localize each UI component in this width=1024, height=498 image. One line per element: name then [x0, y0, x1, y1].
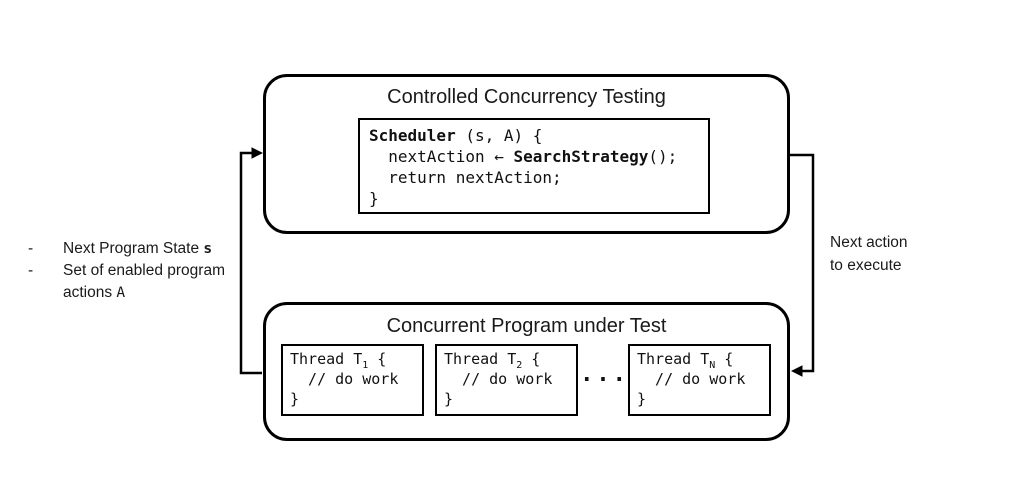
note-item-enabled-actions: - Set of enabled program actions A [28, 260, 258, 304]
thread-1-body: // do work [290, 370, 399, 388]
concurrent-program-under-test-box: Concurrent Program under Test Thread T1 … [263, 302, 790, 441]
dash-bullet: - [28, 262, 34, 279]
next-action-note-line-2: to execute [830, 257, 902, 274]
scheduler-code-box: Scheduler (s, A) { nextAction ← SearchSt… [358, 118, 710, 214]
thread-n-body: // do work [637, 370, 746, 388]
thread-2-signature: Thread T2 { [444, 350, 541, 371]
state-variable: s [203, 241, 213, 257]
thread-2-close: } [444, 390, 454, 408]
scheduler-code-line-2: nextAction ← SearchStrategy(); [369, 147, 678, 166]
thread-1-close: } [290, 390, 300, 408]
scheduler-inputs-note: - Next Program State s - Set of enabled … [28, 238, 258, 304]
thread-2-body: // do work [444, 370, 553, 388]
feedback-arrowhead-icon [251, 147, 263, 159]
scheduler-code-line-3: return nextAction; [369, 168, 562, 187]
threads-ellipsis: ··· [580, 367, 629, 393]
note-item-enabled-actions-text: Set of enabled program actions A [63, 262, 225, 301]
dash-bullet: - [28, 240, 34, 257]
next-action-note-line-1: Next action [830, 234, 908, 251]
thread-box-1: Thread T1 { // do work } [281, 344, 424, 416]
actions-variable: A [116, 285, 126, 301]
note-item-program-state-text: Next Program State s [63, 240, 213, 257]
thread-box-n: Thread TN { // do work } [628, 344, 771, 416]
next-action-arrowhead-icon [791, 365, 803, 377]
thread-n-close: } [637, 390, 647, 408]
top-box-title: Controlled Concurrency Testing [387, 86, 666, 108]
note-item-program-state: - Next Program State s [28, 238, 258, 260]
next-action-note: Next action to execute [830, 231, 908, 277]
threads-row: Thread T1 { // do work } Thread T2 { // … [281, 344, 771, 416]
thread-1-signature: Thread T1 { [290, 350, 387, 371]
thread-n-signature: Thread TN { [637, 350, 734, 371]
thread-box-2: Thread T2 { // do work } [435, 344, 578, 416]
thread-1-subscript: 1 [362, 360, 369, 371]
thread-2-subscript: 2 [516, 360, 523, 371]
scheduler-code-line-4: } [369, 189, 379, 208]
bottom-box-title: Concurrent Program under Test [386, 315, 667, 337]
controlled-concurrency-testing-box: Controlled Concurrency Testing Scheduler… [263, 74, 790, 234]
scheduler-code-line-1: Scheduler (s, A) { [369, 126, 543, 145]
thread-n-subscript: N [709, 360, 716, 371]
next-action-arrow [790, 153, 815, 377]
